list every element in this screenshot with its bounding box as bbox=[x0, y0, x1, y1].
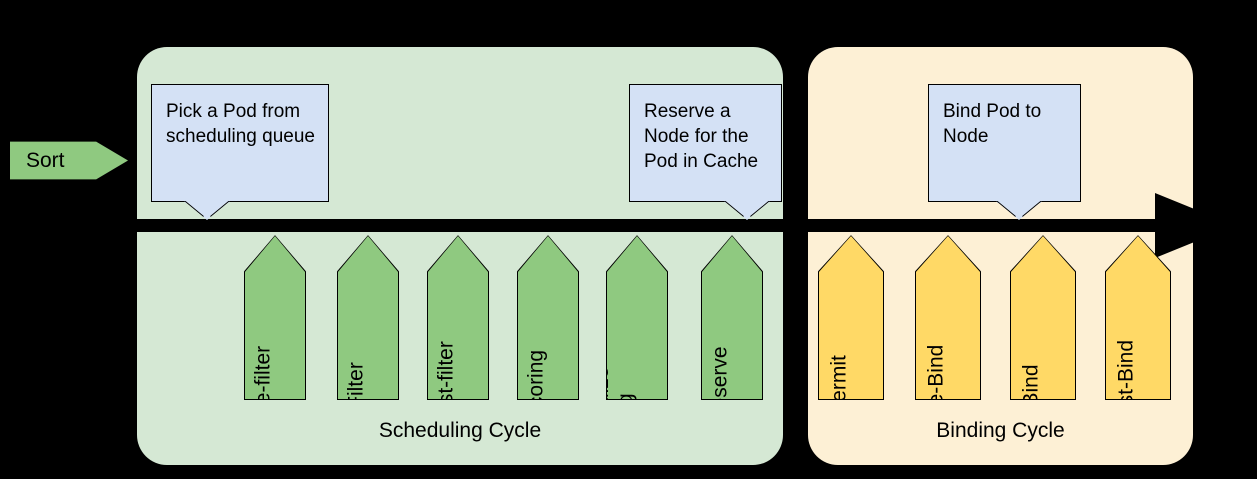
stage-permit: Permit bbox=[818, 235, 884, 400]
stage-pre-bind: Pre-Bind bbox=[915, 235, 981, 400]
binding-cycle-label: Binding Cycle bbox=[936, 419, 1065, 442]
sort-arrow-label: Sort bbox=[26, 148, 65, 172]
stage-post-filter: Post-filter bbox=[427, 235, 489, 400]
stage-pre-filter: Pre-filter bbox=[244, 235, 306, 400]
callout-text: Bind Pod to Node bbox=[928, 84, 1081, 202]
stage-normalize-scoring: Normalize scoring bbox=[606, 235, 668, 400]
sort-arrow: Sort bbox=[10, 141, 128, 180]
callout-pick-pod: Pick a Pod from scheduling queue bbox=[151, 84, 329, 220]
timeline-bar bbox=[137, 219, 1159, 232]
callout-text: Reserve a Node for the Pod in Cache bbox=[629, 84, 782, 202]
timeline-arrowhead-icon bbox=[1155, 193, 1235, 258]
callout-reserve-node: Reserve a Node for the Pod in Cache bbox=[629, 84, 782, 220]
stage-scoring: Scoring bbox=[517, 235, 579, 400]
callout-bind-pod: Bind Pod to Node bbox=[928, 84, 1081, 220]
stage-bind: Bind bbox=[1010, 235, 1076, 400]
panel-divider bbox=[783, 47, 808, 465]
stage-reserve: Reserve bbox=[701, 235, 763, 400]
stage-post-bind: Post-Bind bbox=[1105, 235, 1171, 400]
callout-text: Pick a Pod from scheduling queue bbox=[151, 84, 329, 202]
stage-filter: Filter bbox=[337, 235, 399, 400]
scheduling-cycle-label: Scheduling Cycle bbox=[378, 419, 542, 442]
